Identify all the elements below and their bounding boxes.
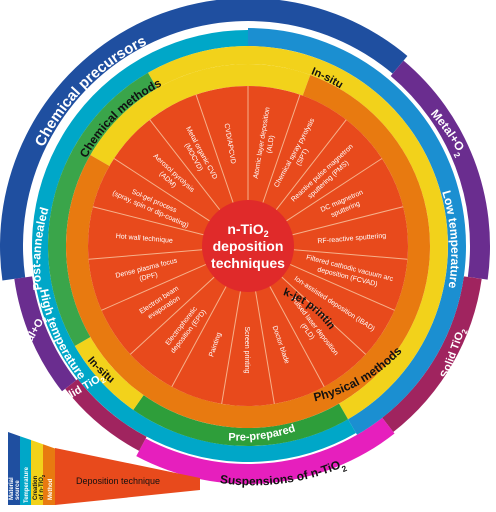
- legend-creation-band: [31, 440, 43, 505]
- technique-label-line: Screen printing: [243, 326, 250, 373]
- legend-material-source-band: [8, 432, 20, 505]
- technique-divider: [281, 276, 367, 355]
- technique-divider: [275, 119, 347, 211]
- legend-method-label: Method: [48, 478, 54, 500]
- creation-ring-insitu-bottom: [74, 337, 144, 410]
- technique-divider: [101, 264, 207, 311]
- technique-divider: [269, 286, 325, 387]
- technique-divider: [113, 158, 210, 222]
- technique-divider: [289, 264, 395, 311]
- legend-material-label: Material: [9, 477, 15, 500]
- legend-temperature-label: Temperature: [24, 466, 30, 503]
- technique-divider: [171, 286, 227, 387]
- technique-divider: [292, 206, 404, 236]
- technique-divider: [195, 94, 234, 203]
- technique-divider: [255, 291, 275, 404]
- outer-metal-o2-right-band: [390, 60, 490, 280]
- creation-ring-postannealed: [48, 72, 158, 346]
- outer-metal-o2-left-band: [14, 276, 77, 392]
- technique-divider: [262, 94, 301, 203]
- outer-solid-tio2-left-band: [65, 378, 147, 451]
- center-title-line3: techniques: [211, 255, 285, 271]
- temp-ring-low: [248, 28, 466, 435]
- technique-divider: [286, 158, 383, 222]
- technique-label-line: Hot wall technique: [115, 233, 173, 245]
- technique-divider: [92, 206, 204, 236]
- legend-creation-label: Creation: [33, 475, 39, 500]
- legend-technique-band: [55, 448, 200, 505]
- technique-label-line: (ALD): [266, 135, 276, 154]
- legend-method-band: [43, 444, 55, 505]
- center-circle: [202, 200, 294, 292]
- technique-divider: [149, 119, 221, 211]
- technique-label: Screen printing: [243, 326, 250, 373]
- legend-technique-label: Deposition technique: [76, 476, 160, 486]
- center-title-line1: n-TiO2: [227, 221, 268, 239]
- creation-ring-preprepared: [133, 395, 348, 446]
- outer-chemical-precursors-band: [0, 0, 408, 281]
- legend-temperature-band: [20, 436, 31, 505]
- technique-label: Hot wall technique: [115, 233, 173, 245]
- outer-solid-tio2-right-band: [382, 276, 482, 432]
- technique-divider: [221, 291, 241, 404]
- technique-divider: [293, 249, 408, 260]
- technique-divider: [88, 249, 203, 260]
- method-ring-chemical: [90, 64, 311, 166]
- technique-divider: [129, 276, 215, 355]
- technique-label-line: (DPF): [139, 272, 159, 283]
- center-title-line2: deposition: [213, 238, 284, 254]
- legend-of-ntio2-label: of n-TiO2: [39, 474, 46, 500]
- outer-suspensions-band: [136, 417, 395, 485]
- legend-source-label: source: [15, 480, 21, 500]
